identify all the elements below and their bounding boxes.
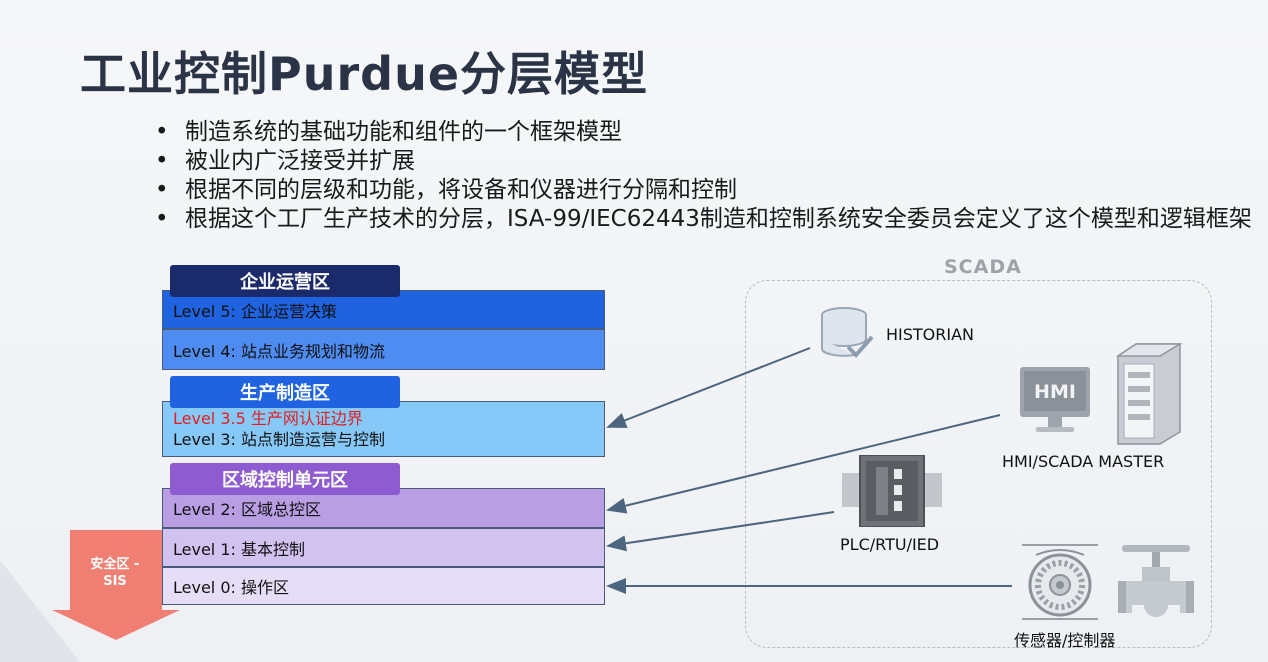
historian-label: HISTORIAN <box>886 325 975 344</box>
arrow-hmi-to-level2 <box>606 414 1001 514</box>
sis-arrow <box>52 530 180 640</box>
database-icon <box>821 307 874 358</box>
zone-label-cell: 区域控制单元区 <box>170 463 400 495</box>
level-5-label: Level 5: 企业运营决策 <box>173 301 337 321</box>
scada-title: SCADA <box>944 256 1022 278</box>
zone-label-manufacturing: 生产制造区 <box>170 376 400 408</box>
level-4-label: Level 4: 站点业务规划和物流 <box>173 341 385 361</box>
page-title: 工业控制Purdue分层模型 <box>80 47 649 101</box>
bullet-list: 制造系统的基础功能和组件的一个框架模型 被业内广泛接受并扩展 根据不同的层级和功… <box>155 118 1255 234</box>
hmi-icon-text: HMI <box>1034 381 1076 403</box>
bullet-item: 被业内广泛接受并扩展 <box>155 147 1255 176</box>
server-tower-icon <box>1116 343 1183 445</box>
bullet-item: 制造系统的基础功能和组件的一个框架模型 <box>155 118 1255 147</box>
level-3-row: Level 3.5 生产网认证边界 Level 3: 站点制造运营与控制 <box>162 401 605 457</box>
plc-label: PLC/RTU/IED <box>840 535 940 554</box>
sensors-controllers-label: 传感器/控制器 <box>1014 631 1116 650</box>
hmi-monitor-icon: HMI <box>1018 365 1092 437</box>
level-1-label: Level 1: 基本控制 <box>173 539 305 559</box>
bullet-item: 根据不同的层级和功能，将设备和仪器进行分隔和控制 <box>155 176 1255 205</box>
plc-module-icon <box>842 455 942 527</box>
level-3-label: Level 3: 站点制造运营与控制 <box>173 430 385 449</box>
hmi-scada-master-label: HMI/SCADA MASTER <box>1002 452 1165 471</box>
level-0-label: Level 0: 操作区 <box>173 578 289 597</box>
sis-label-line2: SIS <box>103 574 127 589</box>
level-1-row: Level 1: 基本控制 <box>162 528 605 567</box>
level-3-5-label: Level 3.5 生产网认证边界 <box>173 409 363 428</box>
arrow-historian-to-level3 <box>606 347 811 428</box>
sis-label-line1: 安全区 - <box>90 557 140 572</box>
valve-icon <box>1118 545 1194 617</box>
turbine-sensor-icon <box>1022 544 1098 620</box>
bullet-item: 根据这个工厂生产技术的分层，ISA-99/IEC62443制造和控制系统安全委员… <box>155 205 1255 234</box>
level-2-label: Level 2: 区域总控区 <box>173 500 321 519</box>
zone-label-enterprise: 企业运营区 <box>170 265 400 297</box>
sis-label: 安全区 - SIS <box>70 556 160 590</box>
scada-boundary <box>745 280 1212 648</box>
level-4-row: Level 4: 站点业务规划和物流 <box>162 329 605 370</box>
arrow-plc-to-level1 <box>606 511 835 552</box>
level-0-row: Level 0: 操作区 <box>162 567 605 605</box>
